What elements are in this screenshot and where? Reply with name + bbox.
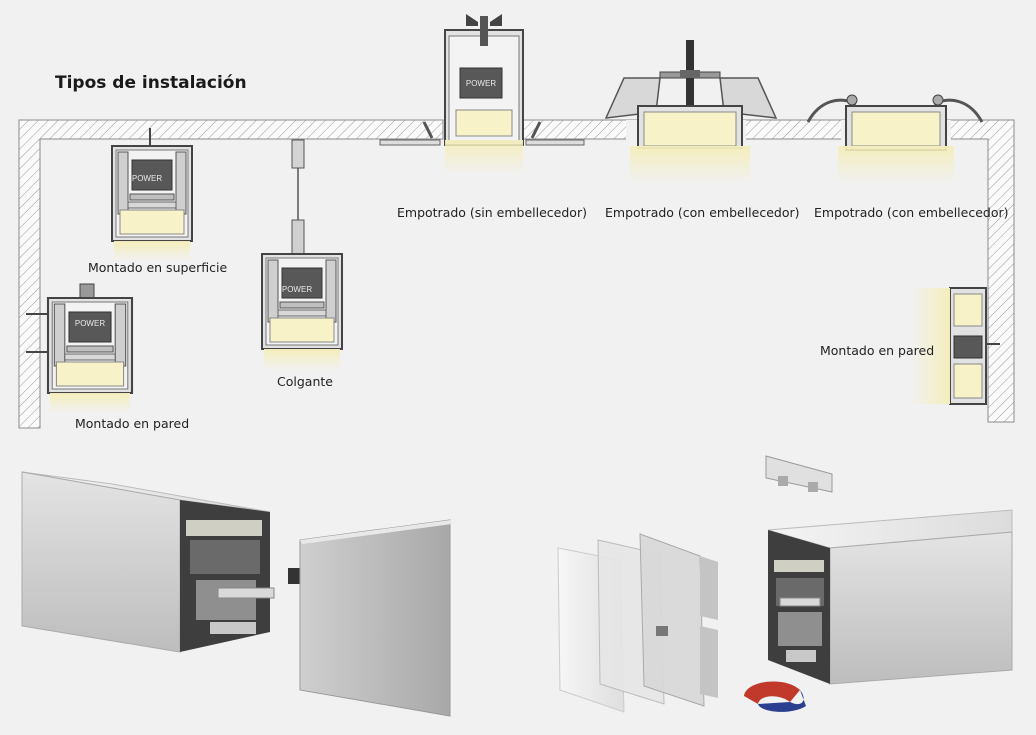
label-wall-mounted-right: Montado en pared: [820, 343, 935, 358]
pendant-fixture: POWER: [261, 139, 343, 371]
end-cap-render: [299, 519, 452, 717]
wall-mounted-right-fixture: [910, 287, 1000, 405]
driver-label: POWER: [132, 174, 162, 183]
clip-piece-render: [765, 455, 833, 493]
magnet-render: [744, 681, 806, 712]
recessed-no-trim-fixture: POWER: [379, 14, 585, 175]
label-recessed-trim-2: Empotrado (con embellecedor): [814, 205, 1009, 220]
label-wall-mounted-left: Montado en pared: [75, 416, 190, 431]
recessed-trim-fixture-2: [806, 94, 984, 184]
profile-render-left: [21, 471, 300, 653]
recessed-trim-fixture-1: [604, 40, 778, 184]
label-pendant: Colgante: [277, 374, 333, 389]
driver-label: POWER: [466, 79, 496, 88]
label-recessed-no-trim: Empotrado (sin embellecedor): [397, 205, 587, 220]
surface-mounted-fixture: POWER: [111, 128, 193, 261]
wall-mounted-left-fixture: POWER: [26, 283, 134, 413]
driver-label: POWER: [75, 319, 105, 328]
driver-label: POWER: [282, 285, 312, 294]
profile-render-right: [767, 509, 1013, 685]
label-surface-mounted: Montado en superficie: [88, 260, 228, 275]
diagram-title: Tipos de instalación: [55, 73, 247, 93]
label-recessed-trim-1: Empotrado (con embellecedor): [605, 205, 800, 220]
diffuser-panels-render: [557, 533, 718, 713]
